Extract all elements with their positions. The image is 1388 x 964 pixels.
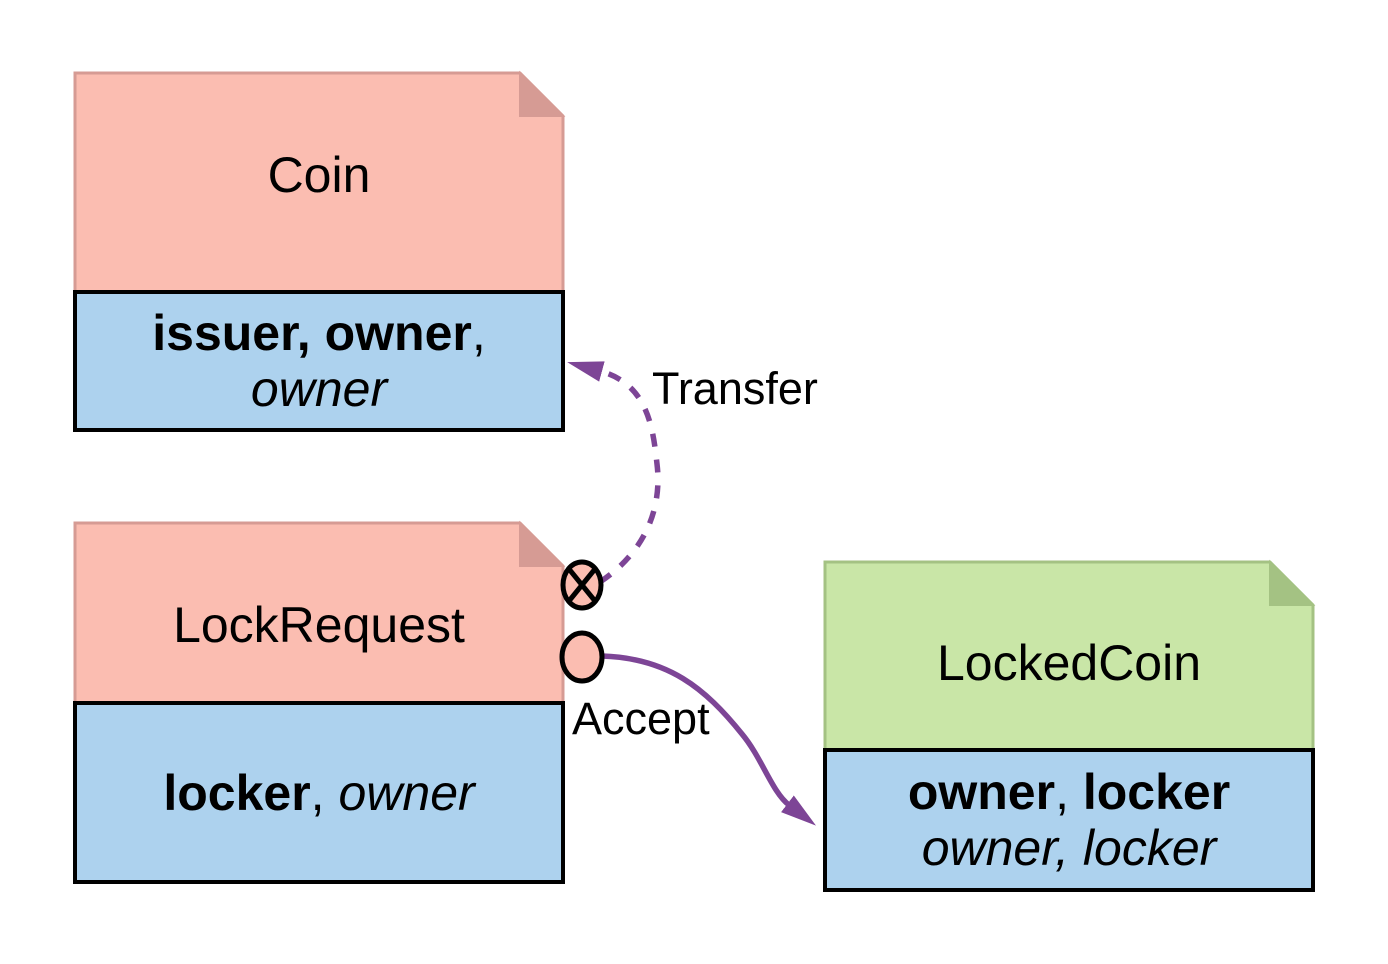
circled-x-port-icon (560, 559, 604, 611)
lockrequest-note-shape (73, 521, 565, 705)
lockrequest-separator: , (310, 764, 339, 821)
lockrequest-fields-line: locker, owner (163, 765, 474, 821)
lockedcoin-signers-line: owner, locker (908, 764, 1230, 820)
coin-title: Coin (267, 146, 371, 203)
lockrequest-fields: locker, owner (75, 703, 563, 882)
coin-note-fold-corner (519, 70, 566, 117)
lockedcoin-separator: , (1055, 764, 1083, 820)
transfer-label: Transfer (652, 363, 818, 414)
lockedcoin-title: LockedCoin (936, 635, 1202, 691)
lockedcoin-signer-b: locker (1082, 764, 1231, 820)
coin-signers: issuer, owner (152, 305, 472, 361)
lockedcoin-fields-box (823, 748, 1315, 892)
lockrequest-owner-field: owner (338, 764, 475, 821)
lockrequest-title: LockRequest (173, 597, 465, 653)
lockedcoin-note-fold-corner (1269, 559, 1316, 606)
lockedcoin-note-shape (823, 560, 1315, 752)
coin-owner-field: owner (250, 361, 388, 417)
lockedcoin-fields: owner, locker owner, locker (825, 750, 1313, 890)
coin-separator: , (471, 305, 486, 361)
coin-fields-box (73, 290, 565, 432)
lockrequest-fields-box (73, 701, 565, 884)
transfer-arrow (567, 361, 661, 585)
coin-signers-line: issuer, owner, (152, 305, 486, 361)
lockedcoin-owner-field: owner, locker (921, 820, 1217, 876)
lockrequest-note-fold-corner (519, 520, 566, 567)
accept-arrow (601, 653, 816, 826)
coin-note-shape (73, 71, 565, 294)
lockrequest-signers: locker (163, 764, 311, 821)
coin-fields: issuer, owner, owner (75, 292, 563, 430)
circle-port-icon (559, 630, 605, 684)
accept-label: Accept (572, 693, 710, 744)
lockedcoin-signer-a: owner (907, 764, 1056, 820)
